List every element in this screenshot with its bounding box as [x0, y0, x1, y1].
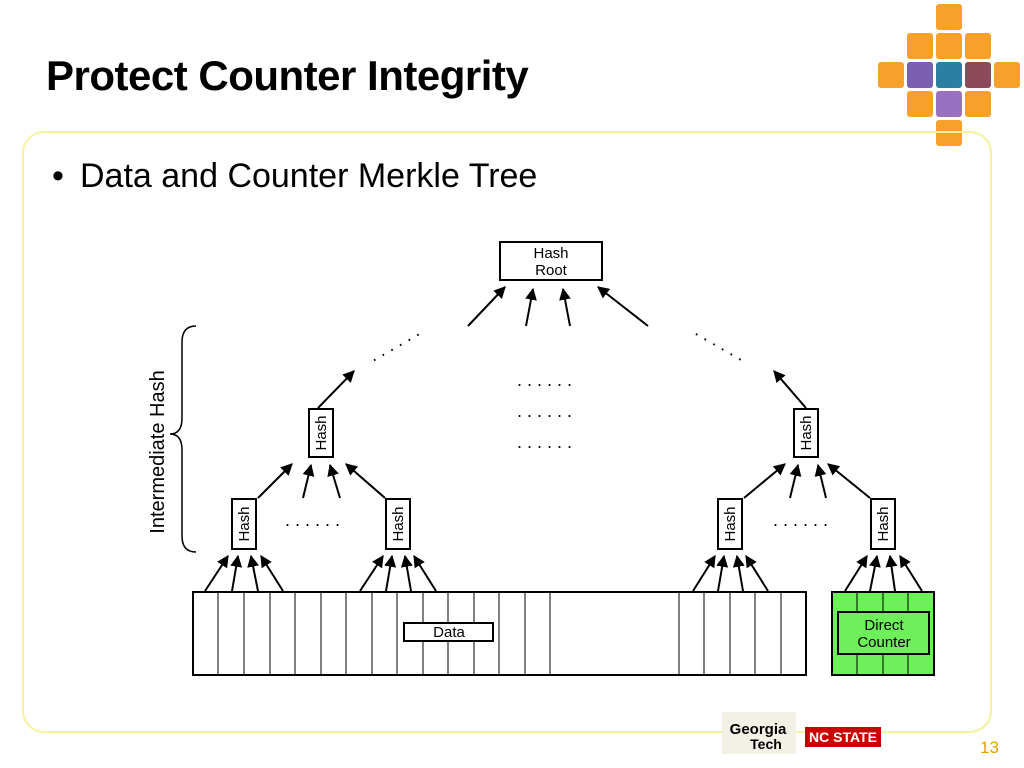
ellipsis: . . . . . . — [517, 370, 572, 390]
root-arrows — [317, 286, 807, 409]
georgia-tech-line1: Georgia — [730, 721, 787, 738]
hash-label: Hash — [722, 506, 739, 541]
slide-number: 13 — [980, 738, 999, 757]
hash-node: Hash — [308, 408, 334, 458]
chip-cross-logo — [878, 4, 1020, 146]
hash-label: Hash — [313, 415, 330, 450]
hash-label: Hash — [236, 506, 253, 541]
hash-root-label-2: Root — [535, 262, 568, 279]
ellipsis: . . . . . . — [692, 320, 750, 365]
slide-title: Protect Counter Integrity — [46, 52, 529, 99]
hash-node: Hash — [717, 498, 743, 550]
hash-label: Hash — [798, 415, 815, 450]
georgia-tech-line2: Tech — [750, 736, 782, 752]
counter-label-2: Counter — [857, 634, 910, 651]
bullet-text: Data and Counter Merkle Tree — [80, 157, 538, 195]
hash-label: Hash — [875, 506, 892, 541]
ellipsis: . . . . . . — [285, 510, 340, 530]
nc-state-text: NC STATE — [809, 729, 877, 745]
hash-root-label-1: Hash — [533, 245, 568, 262]
counter-label-1: Direct — [864, 617, 904, 634]
data-label: Data — [433, 624, 465, 641]
intermediate-hash-label: Intermediate Hash — [147, 370, 169, 533]
ellipsis: . . . . . . — [517, 401, 572, 421]
level1-arrows — [204, 554, 923, 592]
nc-state-logo: NC STATE — [805, 727, 881, 747]
hash-node: Hash — [231, 498, 257, 550]
georgia-tech-logo: Georgia Tech — [722, 712, 796, 754]
hash-label: Hash — [390, 506, 407, 541]
hash-root-node: Hash Root — [499, 241, 603, 281]
intermediate-brace: Intermediate Hash — [147, 325, 197, 553]
hash-node: Hash — [870, 498, 896, 550]
level2-arrows — [257, 463, 871, 499]
ellipsis: . . . . . . — [517, 432, 572, 452]
hash-node: Hash — [793, 408, 819, 458]
bullet-item: •Data and Counter Merkle Tree — [52, 157, 538, 195]
ellipsis: . . . . . . — [365, 321, 423, 366]
ellipsis: . . . . . . — [773, 510, 828, 530]
hash-node: Hash — [385, 498, 411, 550]
direct-counter-block: Direct Counter — [831, 591, 935, 676]
data-block: Data — [192, 591, 807, 676]
content-frame — [22, 131, 992, 733]
